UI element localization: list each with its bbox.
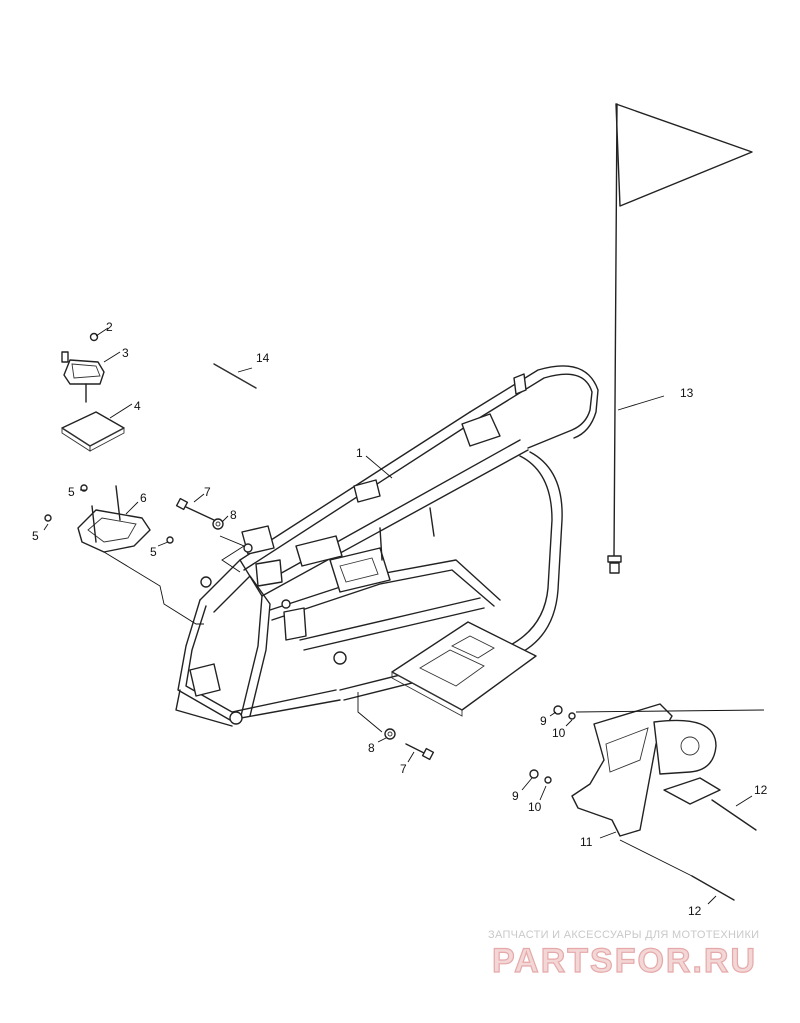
callout-5c: 5 — [150, 545, 157, 559]
bolt-nut-lower — [384, 728, 435, 761]
callout-1: 1 — [356, 446, 363, 460]
callout-8b: 8 — [368, 741, 375, 755]
main-frame-part-1 — [175, 365, 599, 727]
callout-10a: 10 — [552, 726, 566, 740]
callout-11: 11 — [580, 835, 593, 849]
watermark-logo: PARTSFOR.RU — [491, 941, 758, 980]
callout-9a: 9 — [540, 714, 547, 728]
callout-12a: 12 — [754, 783, 768, 797]
callout-10b: 10 — [528, 800, 542, 814]
skid-plate-part-6 — [44, 484, 174, 553]
callout-2: 2 — [106, 320, 113, 334]
callout-labels: 1 2 3 4 5 5 5 6 7 8 8 7 9 10 9 10 11 12 … — [32, 320, 768, 918]
callout-5a: 5 — [68, 485, 75, 499]
callout-12b: 12 — [688, 904, 702, 918]
callout-3: 3 — [122, 346, 129, 360]
callout-7a: 7 — [204, 485, 211, 499]
callout-4: 4 — [134, 399, 141, 413]
callout-13: 13 — [680, 386, 694, 400]
hitch-bracket-part-11 — [529, 703, 757, 901]
safety-flag — [607, 103, 753, 574]
callout-14: 14 — [256, 351, 270, 365]
watermark-tagline: ЗАПЧАСТИ И АКСЕССУАРЫ ДЛЯ МОТОТЕХНИКИ — [488, 929, 760, 941]
bracket-assembly-top-left — [61, 332, 125, 452]
callout-8a: 8 — [230, 508, 237, 522]
callout-6: 6 — [140, 491, 147, 505]
bolt-nut-upper — [175, 497, 224, 530]
callout-9b: 9 — [512, 789, 519, 803]
leader-lines — [43, 327, 765, 905]
callout-5b: 5 — [32, 529, 39, 543]
rod-part-14 — [213, 363, 257, 389]
callout-7b: 7 — [400, 762, 407, 776]
